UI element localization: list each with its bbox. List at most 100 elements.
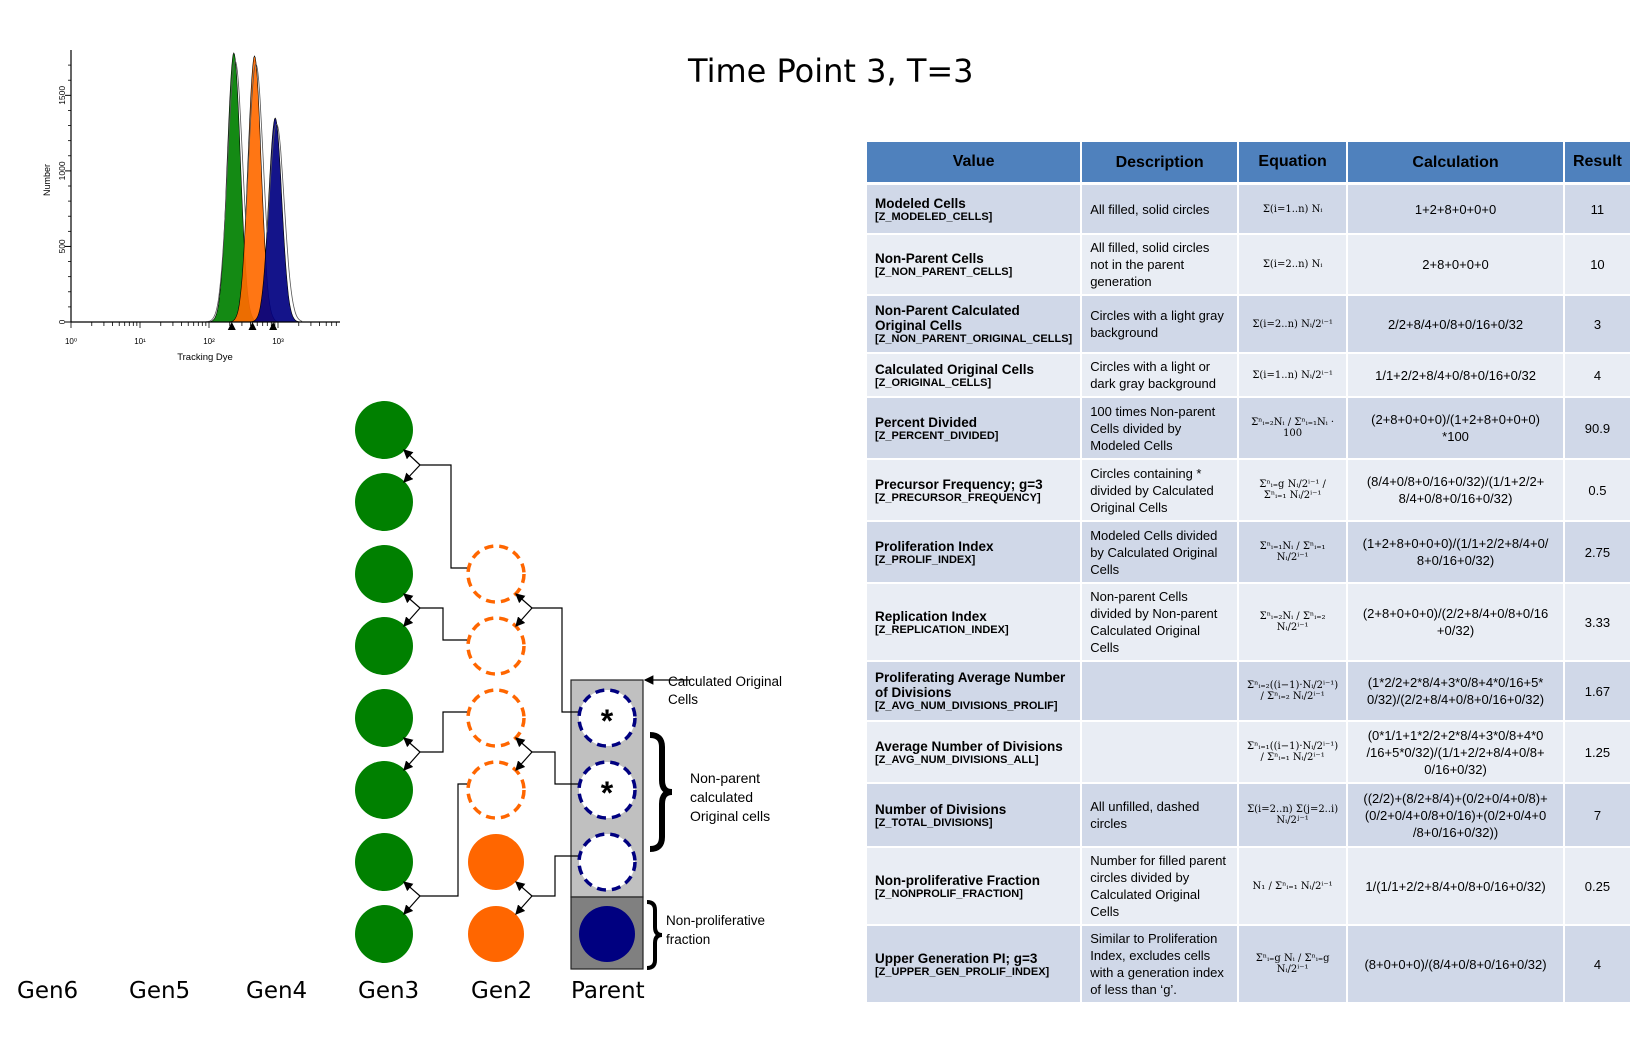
result-cell: 90.9 [1564, 398, 1632, 460]
value-cell: Replication Index[Z_REPLICATION_INDEX] [867, 584, 1083, 662]
result-cell: 4 [1564, 354, 1632, 398]
description-cell: Modeled Cells divided by Calculated Orig… [1082, 522, 1239, 584]
result-cell: 2.75 [1564, 522, 1632, 584]
header-calculation: Calculation [1348, 142, 1565, 185]
table-header-row: Value Description Equation Calculation R… [867, 142, 1632, 185]
table-row: Upper Generation PI; g=3[Z_UPPER_GEN_PRO… [867, 926, 1632, 1004]
gen2-cell-dashed [466, 760, 526, 820]
value-cell: Non-Parent Calculated Original Cells[Z_N… [867, 296, 1083, 354]
table-row: Number of Divisions[Z_TOTAL_DIVISIONS]Al… [867, 784, 1632, 848]
metric-name: Non-proliferative Fraction [875, 872, 1041, 888]
metric-code: [Z_REPLICATION_INDEX] [875, 623, 1009, 636]
gen2-cell-filled [468, 906, 524, 962]
equation-cell: N₁ / Σⁿᵢ₌₁ Nᵢ/2ⁱ⁻¹ [1239, 848, 1349, 926]
slide-title: Time Point 3, T=3 [688, 52, 974, 90]
calculation-cell: (1*2/2+2*8/4+3*0/8+4*0/16+5* 0/32)/(2/2+… [1348, 662, 1565, 722]
result-cell: 10 [1564, 235, 1632, 296]
calculation-cell: 1+2+8+0+0+0 [1348, 185, 1565, 235]
equation-cell: Σⁿᵢ₌₁Nᵢ / Σⁿᵢ₌₁ Nᵢ/2ⁱ⁻¹ [1239, 522, 1349, 584]
gen5-label: Gen5 [129, 978, 191, 1004]
gen3-cell-filled [355, 401, 413, 459]
metric-code: [Z_TOTAL_DIVISIONS] [875, 816, 993, 829]
division-arrow [403, 751, 421, 771]
gen3-label: Gen3 [358, 978, 420, 1004]
equation-cell: Σ(i=2..n) Nᵢ [1239, 235, 1349, 296]
histogram-envelope [205, 60, 303, 323]
metric-code: [Z_MODELED_CELLS] [875, 210, 993, 223]
metric-name: Proliferation Index [875, 538, 994, 554]
metric-code: [Z_PRECURSOR_FREQUENCY] [875, 491, 1041, 504]
metric-name: Precursor Frequency; g=3 [875, 476, 1043, 492]
metric-name: Replication Index [875, 608, 987, 624]
result-cell: 1.25 [1564, 722, 1632, 784]
parent-cell-dashed [577, 832, 637, 892]
result-cell: 11 [1564, 185, 1632, 235]
metric-name: Number of Divisions [875, 801, 1007, 817]
metric-name: Calculated Original Cells [875, 361, 1035, 377]
gen3-cell-filled [355, 761, 413, 819]
result-cell: 3 [1564, 296, 1632, 354]
value-cell: Non-proliferative Fraction[Z_NONPROLIF_F… [867, 848, 1083, 926]
equation-cell: Σ(i=1..n) Nᵢ [1239, 185, 1349, 235]
division-arrow [403, 607, 421, 627]
calculation-cell: (2+8+0+0+0)/(1+2+8+0+0+0) *100 [1348, 398, 1565, 460]
equation-cell: Σⁿᵢ₌₂((i−1)·Nᵢ/2ⁱ⁻¹) / Σⁿᵢ₌₂ Nᵢ/2ⁱ⁻¹ [1239, 662, 1349, 722]
y-tick-label: 500 [57, 239, 67, 253]
table-row: Average Number of Divisions[Z_AVG_NUM_DI… [867, 722, 1632, 784]
gen3-cell-filled [355, 617, 413, 675]
non-parent-brace [649, 732, 673, 852]
gen6-label: Gen6 [17, 978, 79, 1004]
y-tick-label: 0 [57, 319, 67, 324]
gen3-cell-filled [355, 905, 413, 963]
calculation-cell: 2/2+8/4+0/8+0/16+0/32 [1348, 296, 1565, 354]
division-arrow [515, 895, 533, 915]
gen3-cell-filled [355, 833, 413, 891]
metric-code: [Z_UPPER_GEN_PROLIF_INDEX] [875, 965, 1050, 978]
division-link [532, 607, 578, 713]
value-cell: Proliferating Average Number of Division… [867, 662, 1083, 722]
equation-cell: Σ(i=2..n) Nᵢ/2ⁱ⁻¹ [1239, 296, 1349, 354]
division-arrow [515, 607, 533, 627]
metric-code: [Z_NON_PARENT_CELLS] [875, 266, 1013, 278]
calculation-cell: (1+2+8+0+0+0)/(1/1+2/2+8/4+0/ 8+0/16+0/3… [1348, 522, 1565, 584]
division-arrow [403, 737, 421, 753]
equation-cell: Σⁿᵢ₌g Nᵢ / Σⁿᵢ₌g Nᵢ/2ⁱ⁻¹ [1239, 926, 1349, 1004]
equation-cell: Σ(i=1..n) Nᵢ/2ⁱ⁻¹ [1239, 354, 1349, 398]
result-cell: 1.67 [1564, 662, 1632, 722]
value-cell: Non-Parent Cells[Z_NON_PARENT_CELLS] [867, 235, 1083, 296]
table-row: Replication Index[Z_REPLICATION_INDEX]No… [867, 584, 1632, 662]
equation-cell: Σⁿᵢ₌₂Nᵢ / Σⁿᵢ₌₂ Nᵢ/2ⁱ⁻¹ [1239, 584, 1349, 662]
gate-marker [269, 322, 278, 330]
description-cell: Similar to Proliferation Index, excludes… [1082, 926, 1239, 1004]
x-tick-label: 10³ [272, 337, 284, 346]
division-arrow [515, 593, 533, 609]
table-row: Non-proliferative Fraction[Z_NONPROLIF_F… [867, 848, 1632, 926]
metric-code: [Z_NONPROLIF_FRACTION] [875, 887, 1023, 900]
y-tick-label: 1500 [57, 86, 67, 105]
description-cell [1082, 662, 1239, 722]
header-description: Description [1082, 142, 1239, 185]
value-cell: Number of Divisions[Z_TOTAL_DIVISIONS] [867, 784, 1083, 848]
table-row: Non-Parent Calculated Original Cells[Z_N… [867, 296, 1632, 354]
division-arrow [403, 881, 421, 897]
table-row: Calculated Original Cells[Z_ORIGINAL_CEL… [867, 354, 1632, 398]
metric-code: [Z_AVG_NUM_DIVISIONS_PROLIF] [875, 700, 1058, 712]
equation-cell: Σⁿᵢ₌₂Nᵢ / Σⁿᵢ₌₁Nᵢ · 100 [1239, 398, 1349, 460]
equation-cell: Σⁿᵢ₌₁((i−1)·Nᵢ/2ⁱ⁻¹) / Σⁿᵢ₌₁ Nᵢ/2ⁱ⁻¹ [1239, 722, 1349, 784]
description-cell: All filled, solid circles not in the par… [1082, 235, 1239, 296]
header-value: Value [867, 142, 1083, 185]
gen2-cell-filled [468, 834, 524, 890]
division-link [532, 855, 578, 897]
description-cell: 100 times Non-parent Cells divided by Mo… [1082, 398, 1239, 460]
table-row: Percent Divided[Z_PERCENT_DIVIDED]100 ti… [867, 398, 1632, 460]
result-cell: 0.25 [1564, 848, 1632, 926]
calculation-cell: ((2/2)+(8/2+8/4)+(0/2+0/4+0/8)+ (0/2+0/4… [1348, 784, 1565, 848]
result-cell: 0.5 [1564, 460, 1632, 522]
division-arrow [403, 895, 421, 915]
value-cell: Calculated Original Cells[Z_ORIGINAL_CEL… [867, 354, 1083, 398]
division-arrow [403, 593, 421, 609]
